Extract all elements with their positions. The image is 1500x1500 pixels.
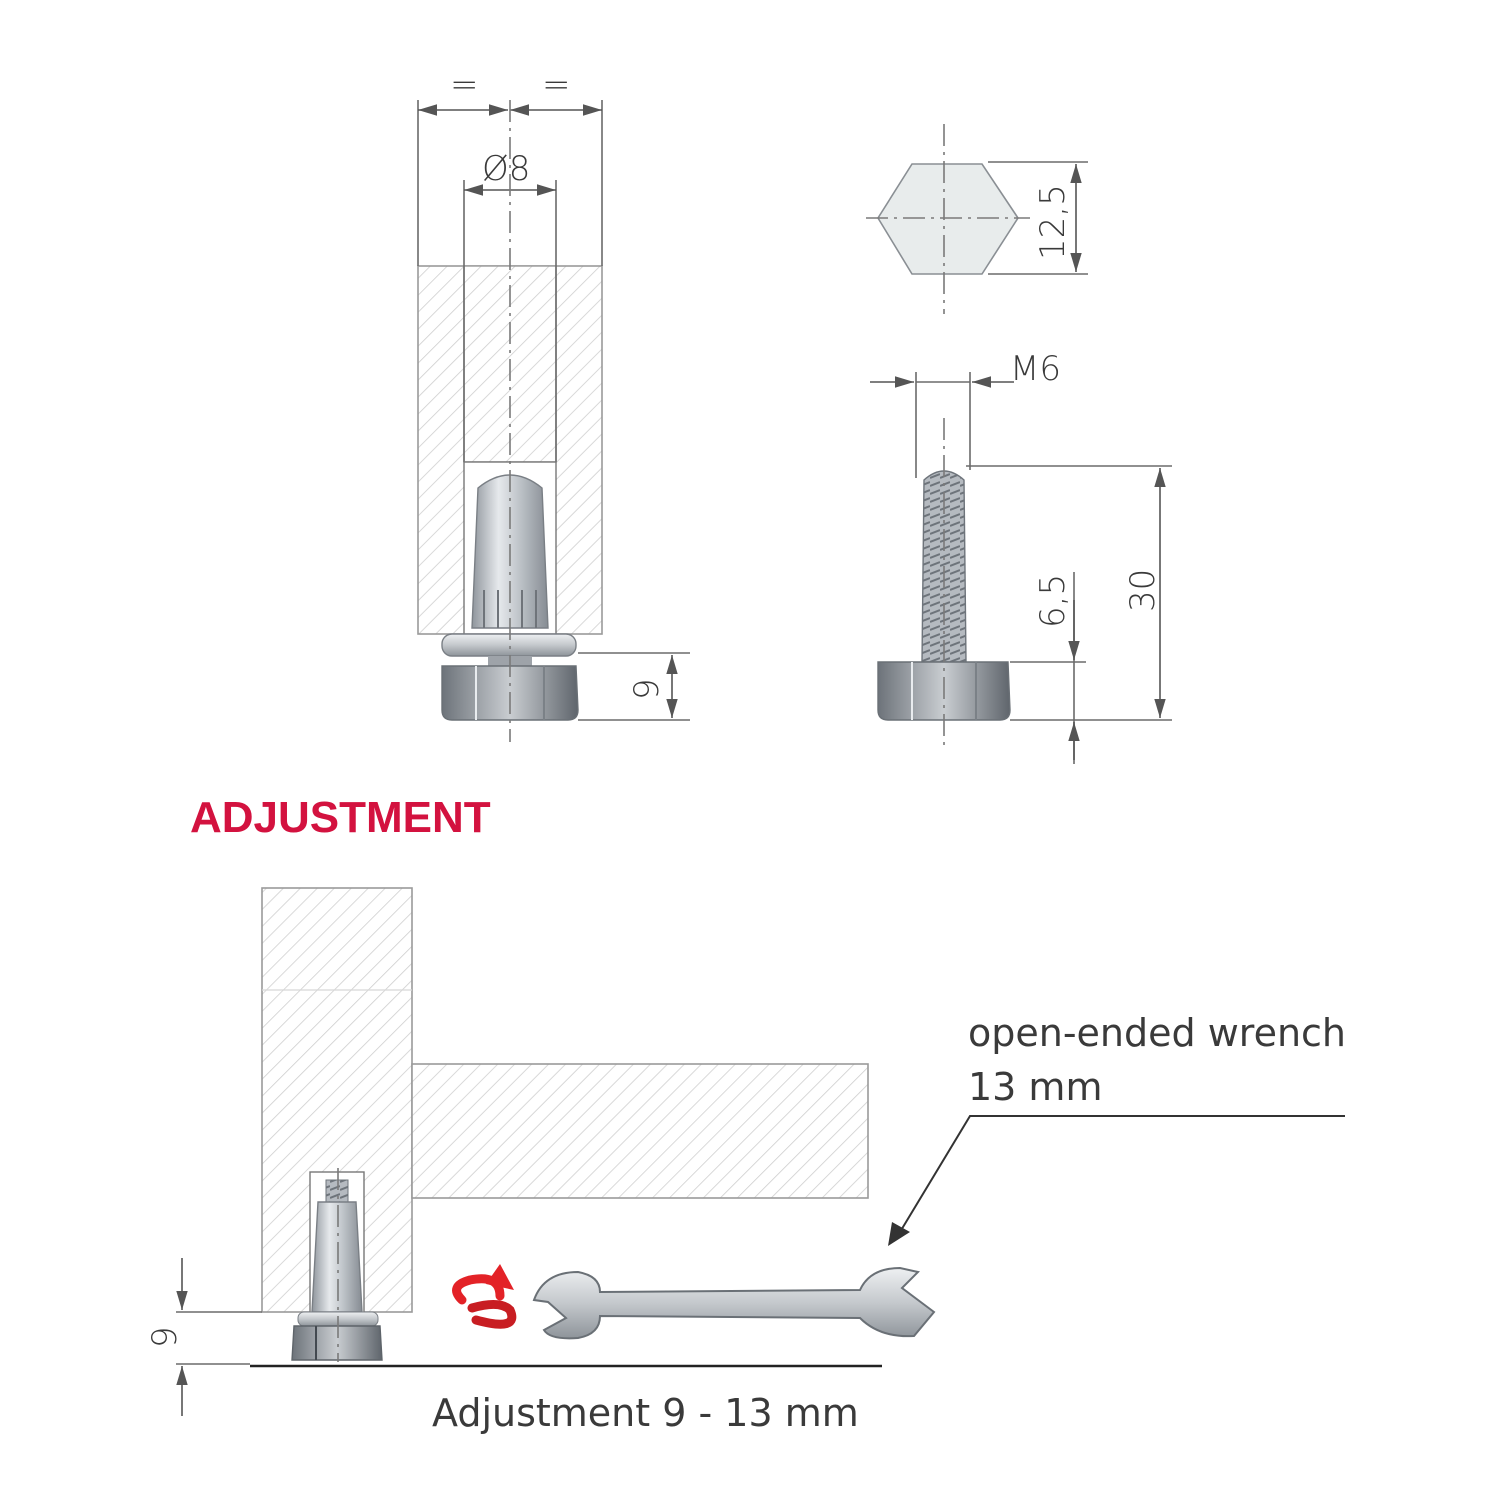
bolt-side-view: M6 30 6,5: [870, 349, 1172, 764]
rotation-arrow-icon: [452, 1264, 517, 1329]
equal-mark-right: =: [542, 65, 571, 105]
adjustment-heading: ADJUSTMENT: [190, 793, 491, 842]
bore-diameter-label: Ø8: [482, 149, 530, 189]
head-height-label: 6,5: [1033, 574, 1073, 628]
open-ended-wrench-icon: [532, 1266, 936, 1340]
section-view: = = Ø8 9: [417, 65, 690, 742]
bottom-shelf: [411, 1063, 869, 1199]
adjustment-height-label: 9: [145, 1326, 185, 1348]
bolt-length-label: 30: [1123, 569, 1163, 612]
hex-top-view: 12,5: [866, 124, 1088, 314]
adjustment-range-caption: Adjustment 9 - 13 mm: [432, 1391, 859, 1435]
nut-height-label: 9: [627, 678, 667, 700]
wrench-label-line1: open-ended wrench: [968, 1011, 1346, 1055]
equal-mark-left: =: [450, 65, 479, 105]
wrench-label-line2: 13 mm: [968, 1065, 1102, 1109]
hex-width-label: 12,5: [1033, 184, 1073, 260]
adjustment-view: 9 open-ended wrench 13 mm Adjustment 9 -…: [145, 887, 1346, 1435]
thread-size-label: M6: [1010, 349, 1061, 389]
